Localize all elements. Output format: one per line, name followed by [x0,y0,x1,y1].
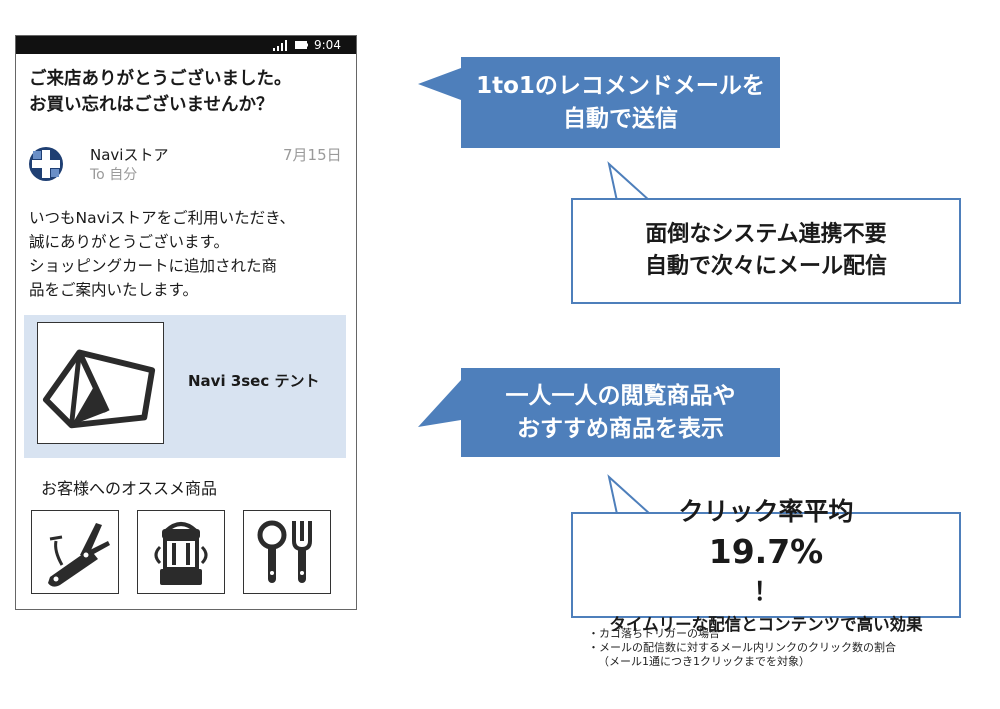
phone-frame: 9:04 ご来店ありがとうございました。 お買い忘れはございませんか？ Navi… [15,35,357,610]
email-body: いつもNaviストアをご利用いただき、 誠にありがとうございます。 ショッピング… [29,206,351,302]
callout-text: 自動で送信 [563,105,678,132]
click-rate-prefix: クリック率平均 [678,497,854,526]
battery-icon [295,41,308,49]
email-date: 7月15日 [283,146,342,164]
callout-recommend-mail: 1to1のレコメンドメールを 自動で送信 [461,57,780,148]
recommend-item-cutlery[interactable] [243,510,331,594]
callout-no-integration: 面倒なシステム連携不要 自動で次々にメール配信 [571,198,961,304]
footnote: ・カゴ落ちトリガーの場合 [588,627,720,640]
signal-icon [273,40,287,51]
recommend-item-multitool[interactable] [31,510,119,594]
product-image[interactable] [37,322,164,444]
sender-name: Naviストア [90,146,169,164]
recipient-label: To 自分 [90,167,138,183]
status-time: 9:04 [314,38,341,52]
callout-click-rate: クリック率平均 19.7% ！ タイムリーな配信とコンテンツで高い効果 [571,497,961,634]
email-body-line: ショッピングカートに追加された商 [29,257,278,275]
email-body-line: 品をご案内いたします。 [29,281,198,299]
footnote: （メール1通につき1クリックまでを対象） [598,655,810,668]
lantern-icon [154,522,208,585]
recommend-title: お客様へのオススメ商品 [41,479,218,498]
footnotes: ・カゴ落ちトリガーの場合 ・メールの配信数に対するメール内リンクのクリック数の割… [588,627,896,669]
status-bar: 9:04 [16,36,356,54]
store-logo-icon [29,147,63,181]
email-subject-line-1: ご来店ありがとうございました。 [29,69,292,89]
click-rate-value: 19.7% [708,532,824,571]
email-body-line: 誠にありがとうございます。 [29,233,229,251]
recommend-item-lantern[interactable] [137,510,225,594]
callout-text: おすすめ商品を表示 [517,415,724,442]
callout-text: 1to1のレコメンドメールを [476,72,765,99]
callout-text: 面倒なシステム連携不要 [645,222,887,247]
callout-text: 自動で次々にメール配信 [644,254,887,279]
email-body-line: いつもNaviストアをご利用いただき、 [29,209,295,227]
click-rate-suffix: ！ [753,577,779,606]
click-rate-subtext: タイムリーな配信とコンテンツで高い効果 [609,615,923,634]
product-name[interactable]: Navi 3sec テント [188,372,320,390]
multitool-icon [48,523,110,587]
callout-text: 一人一人の閲覧商品や [505,382,736,409]
email-subject-line-2: お買い忘れはございませんか？ [29,95,274,115]
email-subject: ご来店ありがとうございました。 お買い忘れはございませんか？ [29,66,349,118]
click-rate-headline: クリック率平均 19.7% ！ [573,492,959,612]
footnote: ・メールの配信数に対するメール内リンクのクリック数の割合 [588,641,896,654]
cutlery-icon [257,520,312,583]
tent-icon [42,349,156,429]
cart-product-card[interactable]: Navi 3sec テント [24,315,346,458]
callout-per-user: 一人一人の閲覧商品や おすすめ商品を表示 [461,368,780,457]
